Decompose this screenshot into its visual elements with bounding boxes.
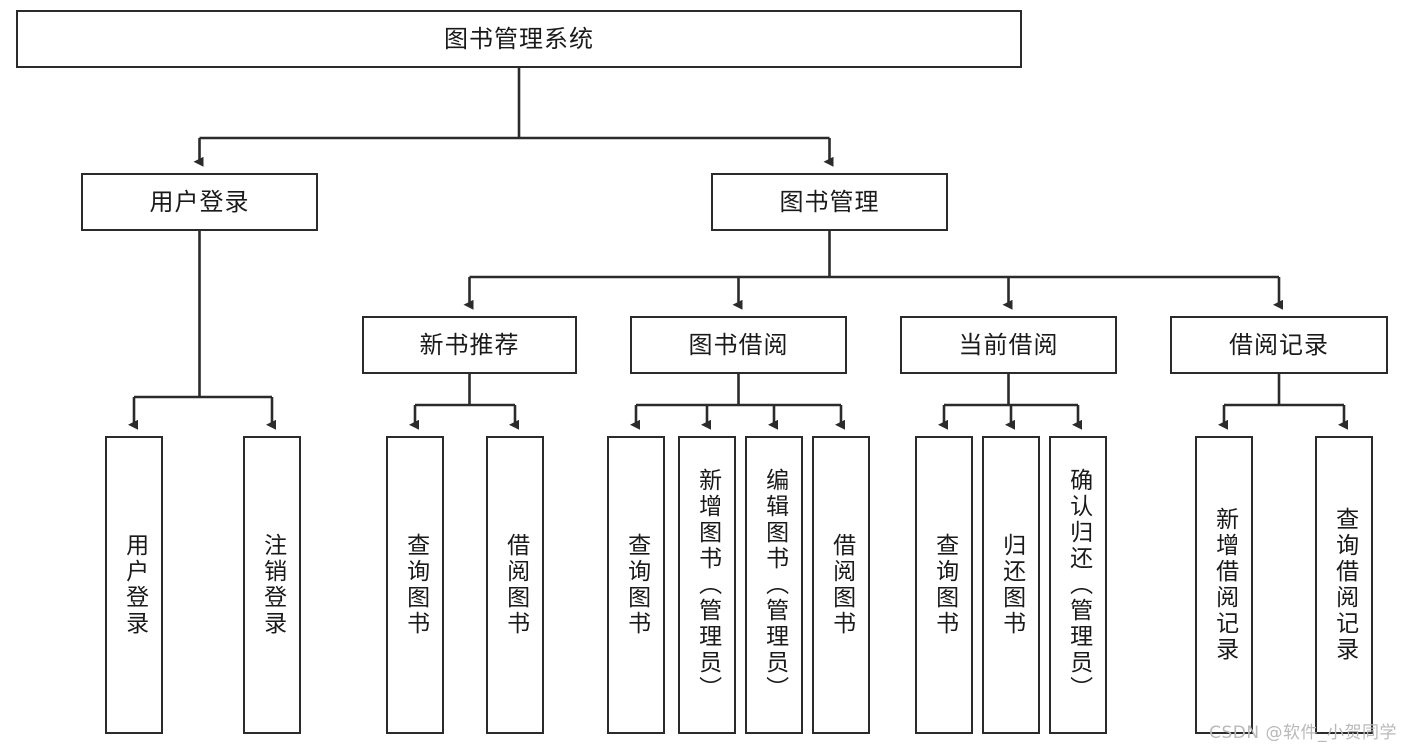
node-leaf-confirm-return[interactable]: 确认归还（管理员） bbox=[1049, 436, 1107, 734]
node-label: 注销登录 bbox=[259, 533, 286, 637]
node-leaf-query-book-1[interactable]: 查询图书 bbox=[386, 436, 444, 734]
node-label: 编辑图书（管理员） bbox=[761, 468, 788, 702]
node-label: 新增借阅记录 bbox=[1211, 507, 1238, 663]
node-leaf-query-book-2[interactable]: 查询图书 bbox=[607, 436, 665, 734]
node-user-login[interactable]: 用户登录 bbox=[81, 173, 318, 231]
node-current-borrow[interactable]: 当前借阅 bbox=[900, 316, 1117, 374]
node-leaf-borrow-book-2[interactable]: 借阅图书 bbox=[812, 436, 870, 734]
node-label: 用户登录 bbox=[121, 533, 148, 637]
node-label: 借阅图书 bbox=[502, 533, 529, 637]
node-leaf-query-book-3[interactable]: 查询图书 bbox=[915, 436, 973, 734]
node-label: 借阅图书 bbox=[828, 533, 855, 637]
node-label: 归还图书 bbox=[998, 533, 1025, 637]
node-leaf-edit-book[interactable]: 编辑图书（管理员） bbox=[745, 436, 803, 734]
node-leaf-query-record[interactable]: 查询借阅记录 bbox=[1315, 436, 1373, 734]
node-borrow-record[interactable]: 借阅记录 bbox=[1170, 316, 1388, 374]
csdn-watermark: CSDN @软件_小贺同学 bbox=[1209, 723, 1397, 743]
node-book-manage[interactable]: 图书管理 bbox=[711, 173, 948, 231]
node-leaf-user-logout[interactable]: 注销登录 bbox=[243, 436, 301, 734]
node-label: 查询图书 bbox=[931, 533, 958, 637]
node-leaf-add-book[interactable]: 新增图书（管理员） bbox=[678, 436, 736, 734]
node-leaf-return-book[interactable]: 归还图书 bbox=[982, 436, 1040, 734]
node-label: 查询图书 bbox=[402, 533, 429, 637]
node-label: 查询借阅记录 bbox=[1331, 507, 1358, 663]
node-leaf-borrow-book-1[interactable]: 借阅图书 bbox=[486, 436, 544, 734]
node-leaf-add-record[interactable]: 新增借阅记录 bbox=[1195, 436, 1253, 734]
node-label: 查询图书 bbox=[623, 533, 650, 637]
node-book-borrow[interactable]: 图书借阅 bbox=[630, 316, 847, 374]
node-new-book-recommend[interactable]: 新书推荐 bbox=[362, 316, 577, 374]
node-leaf-user-login[interactable]: 用户登录 bbox=[105, 436, 163, 734]
node-label: 新增图书（管理员） bbox=[694, 468, 721, 702]
node-root[interactable]: 图书管理系统 bbox=[16, 10, 1022, 68]
node-label: 确认归还（管理员） bbox=[1065, 468, 1092, 702]
